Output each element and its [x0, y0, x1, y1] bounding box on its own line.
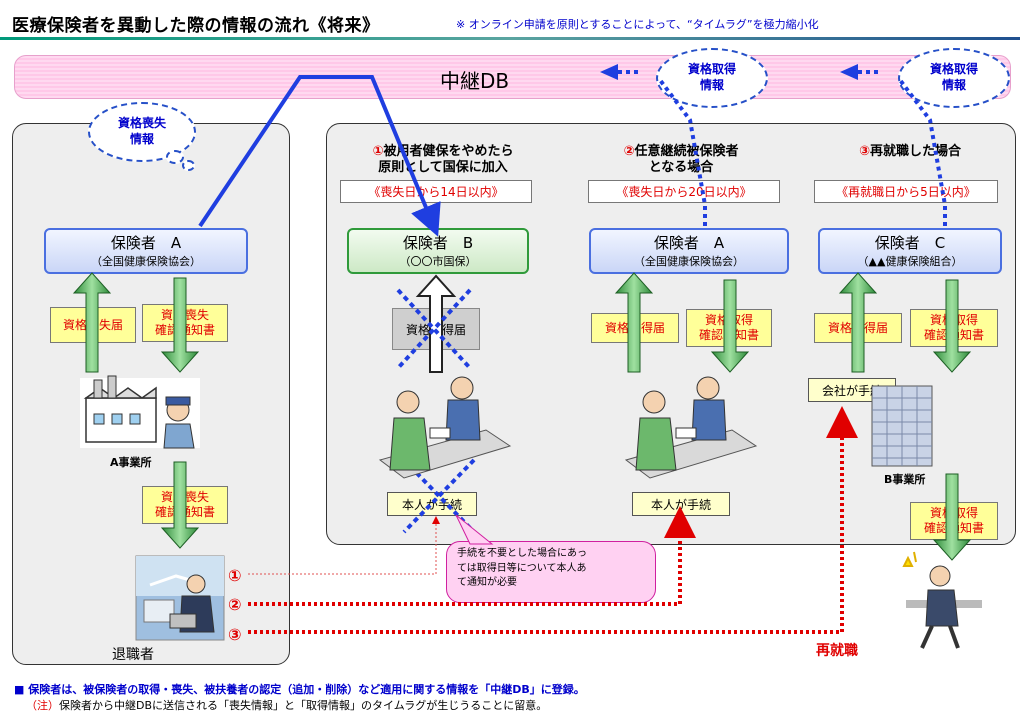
relay-db-label: 中継DB [440, 69, 510, 93]
flow-dotted-2 [248, 506, 696, 606]
flow-line-a2-to-db [658, 78, 707, 226]
acquire-info-cloud-a: 資格取得 情報 [656, 48, 768, 108]
case2-heading-text: 任意継続被保険者 となる場合 [634, 144, 739, 176]
marker-1: ① [228, 566, 242, 585]
acquire-info-cloud-c: 資格取得 情報 [898, 48, 1010, 108]
insurer-org: （▲▲健康保険組合） [857, 255, 963, 268]
rehire-person-illustration [902, 551, 982, 649]
green-arrows [72, 272, 972, 561]
cross-proc-2 [402, 458, 476, 534]
arrow-up-case2 [614, 272, 654, 373]
flow-line-c-to-db [898, 78, 947, 226]
insurer-org: （全国健康保険協会） [91, 255, 201, 268]
insurer-b-box: 保険者 B （〇〇市国保） [347, 228, 529, 274]
insurer-a2-box: 保険者 A （全国健康保険協会） [589, 228, 789, 274]
case2-heading: ②任意継続被保険者 となる場合 [576, 144, 786, 177]
loss-info-cloud: 資格喪失 情報 [88, 102, 196, 162]
db-arrow-left-2 [840, 64, 858, 80]
insurer-org: （〇〇市国保） [399, 255, 477, 268]
office-a-label: A事業所 [110, 456, 152, 469]
office-building-b [871, 385, 933, 467]
note-callout: 手続を不要とした場合にあっ ては取得日等について本人あ て通知が必要 [446, 541, 656, 603]
title-divider [0, 37, 1020, 40]
retiree-illustration [135, 555, 225, 641]
case2-num: ② [623, 144, 635, 159]
callout-pointer [455, 514, 494, 545]
counter-illustration-2 [624, 376, 758, 479]
rehire-label: 再就職 [816, 643, 858, 659]
case3-num: ③ [858, 144, 870, 159]
case1-num: ① [372, 144, 384, 159]
arrow-down-case2 [710, 279, 750, 373]
insurer-c-box: 保険者 C （▲▲健康保険組合） [818, 228, 1002, 274]
case3-heading-text: 再就職した場合 [870, 144, 962, 159]
flow-dotted-1 [248, 516, 440, 575]
footer-note-prefix: （注） [26, 699, 59, 712]
page-subtitle: ※ オンライン申請を原則とすることによって、“タイムラグ”を極力縮小化 [456, 18, 819, 31]
factory-illustration [80, 375, 200, 449]
insurer-org: （全国健康保険協会） [634, 255, 744, 268]
marker-2: ② [228, 595, 242, 614]
db-arrow-left-1 [600, 64, 618, 80]
retiree-label: 退職者 [112, 647, 154, 663]
arrow-up-case3 [838, 272, 878, 373]
arrow-down-left [160, 277, 200, 373]
flow-line-a-to-b [198, 75, 441, 237]
thought-bubble-small [166, 150, 184, 164]
footer-note: （注）保険者から中継DBに送信される「喪失情報」と「取得情報」のタイムラグが生じ… [26, 697, 547, 713]
insurer-name: 保険者 C [874, 234, 946, 252]
case3-heading: ③再就職した場合 [820, 144, 1000, 160]
case1-deadline: 《喪失日から14日以内》 [340, 180, 532, 203]
office-b-label: B事業所 [884, 473, 926, 486]
insurer-a-box: 保険者 A （全国健康保険協会） [44, 228, 248, 274]
case2-deadline: 《喪失日から20日以内》 [588, 180, 780, 203]
insurer-name: 保険者 B [402, 234, 474, 252]
footer-note-text: 保険者から中継DBに送信される「喪失情報」と「取得情報」のタイムラグが生じうるこ… [59, 699, 548, 712]
case3-deadline: 《再就職日から5日以内》 [814, 180, 998, 203]
case2-confirm-note: 資格取得 確認通知書 [686, 309, 772, 347]
arrow-up-left [72, 272, 112, 373]
arrow-down-left-2 [160, 461, 200, 549]
page-title: 医療保険者を異動した際の情報の流れ《将来》 [12, 16, 380, 36]
thought-bubble-tiny [182, 160, 195, 171]
relay-db-bar [14, 55, 1011, 99]
insurer-name: 保険者 A [110, 234, 182, 252]
arrow-down-case3-2 [932, 473, 972, 561]
case1-procedure: 本人が手続 [387, 492, 477, 516]
marker-3: ③ [228, 625, 242, 644]
insurer-name: 保険者 A [653, 234, 725, 252]
footer-main: ■ 保険者は、被保険者の取得・喪失、被扶養者の認定（追加・削除）など適用に関する… [14, 683, 585, 696]
flow-dotted-3 [248, 406, 858, 634]
arrow-down-case3 [932, 279, 972, 373]
counter-illustration-1 [378, 376, 512, 479]
